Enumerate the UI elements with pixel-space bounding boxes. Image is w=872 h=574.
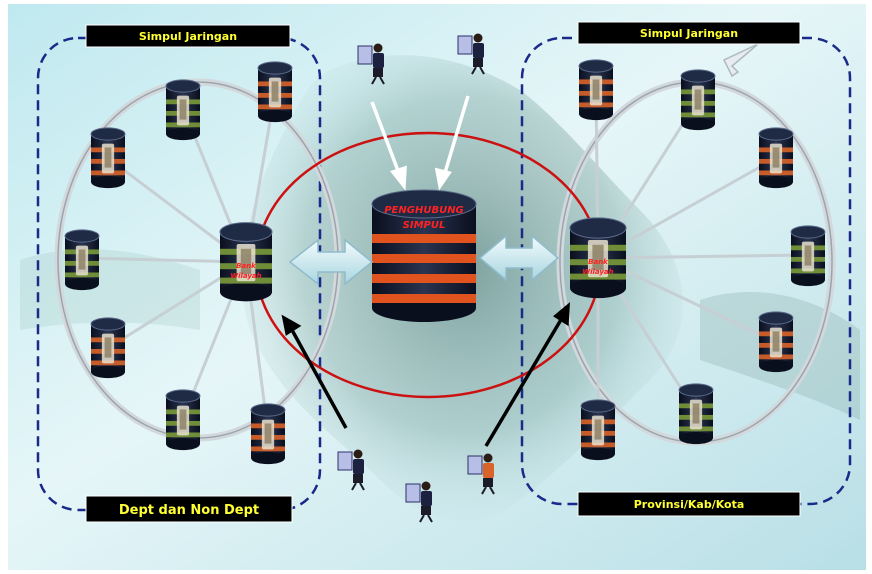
left-node-6 xyxy=(165,389,201,451)
left-hub-line1: Bank xyxy=(236,262,257,270)
user-icon-top-left xyxy=(357,43,385,85)
right-node-1 xyxy=(578,59,614,121)
center-hub-line2: SIMPUL xyxy=(403,220,446,231)
user-icon-top-right xyxy=(457,33,485,75)
right-node-7 xyxy=(580,399,616,461)
right-hub-line1: Bank xyxy=(588,258,609,266)
left-node-4 xyxy=(64,229,100,291)
left-node-7 xyxy=(250,403,286,465)
right-node-6 xyxy=(678,383,714,445)
right-hub-line2: Wilayah xyxy=(582,268,613,276)
right-node-2 xyxy=(680,69,716,131)
label-right-bottom-text: Provinsi/Kab/Kota xyxy=(634,498,745,511)
left-double-arrow xyxy=(288,238,374,286)
label-right-bottom: Provinsi/Kab/Kota xyxy=(577,491,801,517)
pointer-arrow xyxy=(722,43,759,78)
label-left-bottom-text: Dept dan Non Dept xyxy=(119,503,259,518)
label-left-top: Simpul Jaringan xyxy=(85,24,291,48)
right-node-4 xyxy=(790,225,826,287)
right-node-3 xyxy=(758,127,794,189)
left-node-3 xyxy=(90,127,126,189)
bottom-user-arrows xyxy=(281,302,570,447)
right-double-arrow xyxy=(478,234,560,282)
center-hub-line1: PENGHUBUNG xyxy=(384,205,464,216)
label-right-top-text: Simpul Jaringan xyxy=(640,27,738,40)
right-hub-node xyxy=(569,217,627,299)
user-icon-bottom-left xyxy=(337,449,365,491)
label-left-top-text: Simpul Jaringan xyxy=(139,30,237,43)
center-hub-node xyxy=(371,189,477,322)
user-icon-bottom-right xyxy=(467,453,495,495)
left-node-2 xyxy=(165,79,201,141)
left-hub-node xyxy=(219,222,273,302)
left-node-5 xyxy=(90,317,126,379)
label-left-bottom: Dept dan Non Dept xyxy=(85,495,293,523)
left-node-1 xyxy=(257,61,293,123)
user-icon-bottom-center xyxy=(405,481,433,523)
label-right-top: Simpul Jaringan xyxy=(577,21,801,45)
top-user-arrows xyxy=(370,95,470,191)
left-hub-line2: Wilayah xyxy=(230,272,261,280)
right-node-5 xyxy=(758,311,794,373)
